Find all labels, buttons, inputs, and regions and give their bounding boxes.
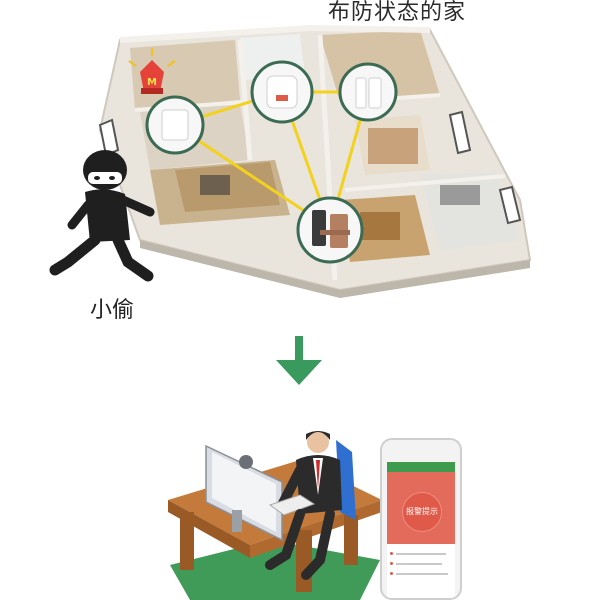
thief-figure — [49, 150, 155, 282]
notification-line — [396, 553, 446, 555]
svg-text:M: M — [147, 77, 157, 88]
phone-screen: 报警提示 — [387, 462, 455, 598]
alarm-prompt-button[interactable]: 报警提示 — [402, 492, 442, 532]
office-scene — [168, 431, 382, 600]
notification-line — [396, 563, 442, 565]
page-title: 布防状态的家 — [328, 0, 467, 25]
phone-header — [387, 462, 455, 472]
down-arrow-icon — [276, 336, 322, 385]
notification-line — [396, 573, 448, 575]
smartphone: 报警提示 — [380, 438, 462, 600]
window-sensor-icon — [338, 62, 398, 122]
smart-hub-icon — [250, 60, 314, 124]
alarm-panel: 报警提示 — [387, 472, 455, 544]
alarm-light-icon: M — [128, 48, 176, 94]
notification-dot — [390, 552, 393, 555]
house-floorplan — [98, 24, 532, 298]
notification-dot — [390, 562, 393, 565]
notification-dot — [390, 572, 393, 575]
thief-label: 小偷 — [90, 298, 135, 323]
door-sensor-icon — [145, 95, 205, 155]
smart-lock-icon — [296, 196, 364, 264]
